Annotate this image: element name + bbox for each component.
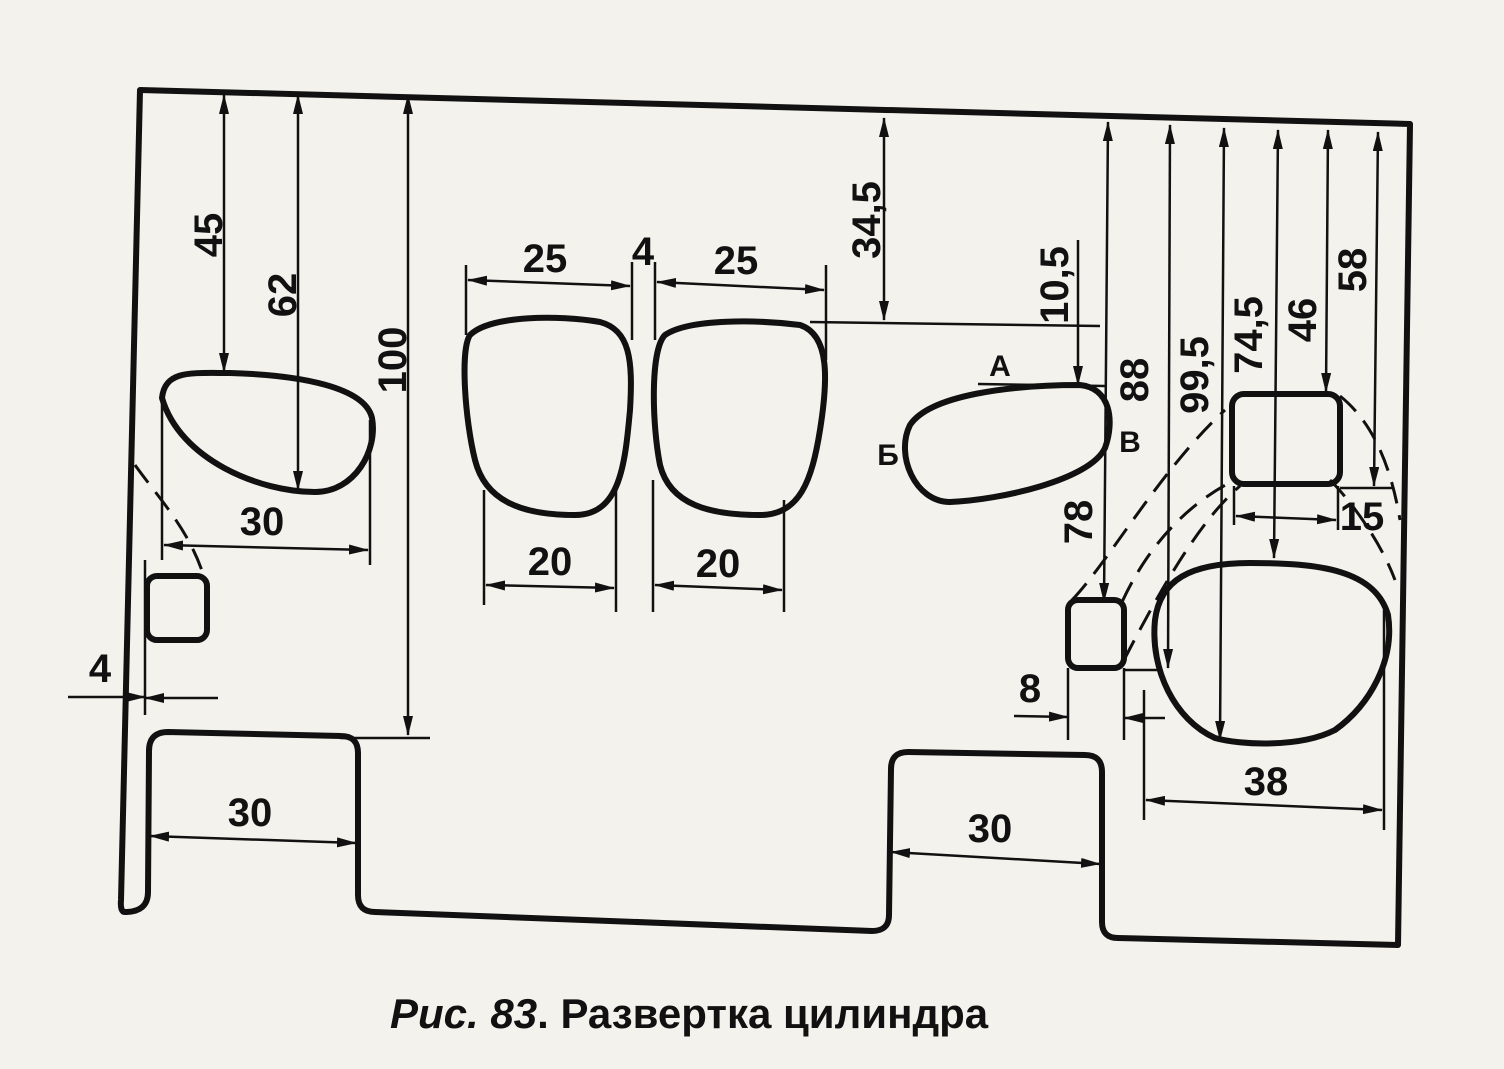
right-dashed-curve-1 bbox=[1070, 408, 1227, 602]
left-dashed-curve bbox=[133, 464, 207, 581]
outline-contour bbox=[117, 87, 1413, 948]
dim-label-74-5: 74,5 bbox=[1227, 296, 1271, 374]
right-dashed-curve-2 bbox=[1120, 478, 1236, 603]
right-dashed-curve-4 bbox=[1339, 394, 1402, 521]
figure-label: Рис. 83 bbox=[390, 990, 538, 1037]
dim-label-8: 8 bbox=[1019, 667, 1041, 711]
caption-separator: . bbox=[537, 990, 549, 1037]
left-large-hole bbox=[159, 369, 376, 495]
point-label-v: В bbox=[1119, 426, 1141, 459]
point-label-b: Б bbox=[877, 439, 899, 472]
dim-label-15: 15 bbox=[1340, 495, 1385, 539]
dimension-lines bbox=[68, 94, 1383, 868]
dim-label-4-left: 4 bbox=[89, 647, 112, 691]
dim-label-100: 100 bbox=[371, 327, 415, 394]
extension-lines bbox=[143, 262, 1392, 830]
right-square-hole bbox=[1229, 391, 1343, 487]
dim-label-88: 88 bbox=[1113, 358, 1157, 403]
dim-label-78: 78 bbox=[1057, 500, 1101, 545]
dim-label-99-5: 99,5 bbox=[1173, 336, 1217, 414]
dim-label-34-5: 34,5 bbox=[845, 181, 889, 259]
dim-label-4-gap: 4 bbox=[632, 230, 655, 274]
center-hole-2 bbox=[650, 318, 829, 518]
point-label-a: А bbox=[989, 350, 1011, 383]
left-small-square-hole bbox=[144, 573, 210, 643]
dim-label-62: 62 bbox=[261, 273, 305, 318]
dim-label-25-hole-2: 25 bbox=[714, 239, 759, 283]
dim-label-20-hole-2: 20 bbox=[696, 542, 741, 586]
dim-label-38: 38 bbox=[1244, 760, 1289, 804]
dim-label-20-hole-1: 20 bbox=[528, 540, 573, 584]
figure-caption: Рис. 83. Развертка цилиндра bbox=[390, 990, 988, 1038]
figure-title: Развертка цилиндра bbox=[560, 990, 989, 1037]
dim-label-46: 46 bbox=[1281, 298, 1325, 343]
dim-label-25-hole-1: 25 bbox=[523, 237, 568, 281]
center-hole-1 bbox=[461, 314, 634, 518]
right-big-hole bbox=[1151, 560, 1393, 747]
dim-label-10-5: 10,5 bbox=[1033, 246, 1077, 324]
dim-label-30-left-hole: 30 bbox=[240, 500, 285, 544]
dim-label-45: 45 bbox=[187, 213, 231, 258]
dim-label-30-middle-notch: 30 bbox=[968, 807, 1013, 851]
right-small-square-hole bbox=[1065, 597, 1127, 671]
dim-label-30-left-notch: 30 bbox=[228, 791, 273, 835]
dim-label-58: 58 bbox=[1331, 248, 1375, 293]
right-oval-hole bbox=[902, 382, 1113, 505]
